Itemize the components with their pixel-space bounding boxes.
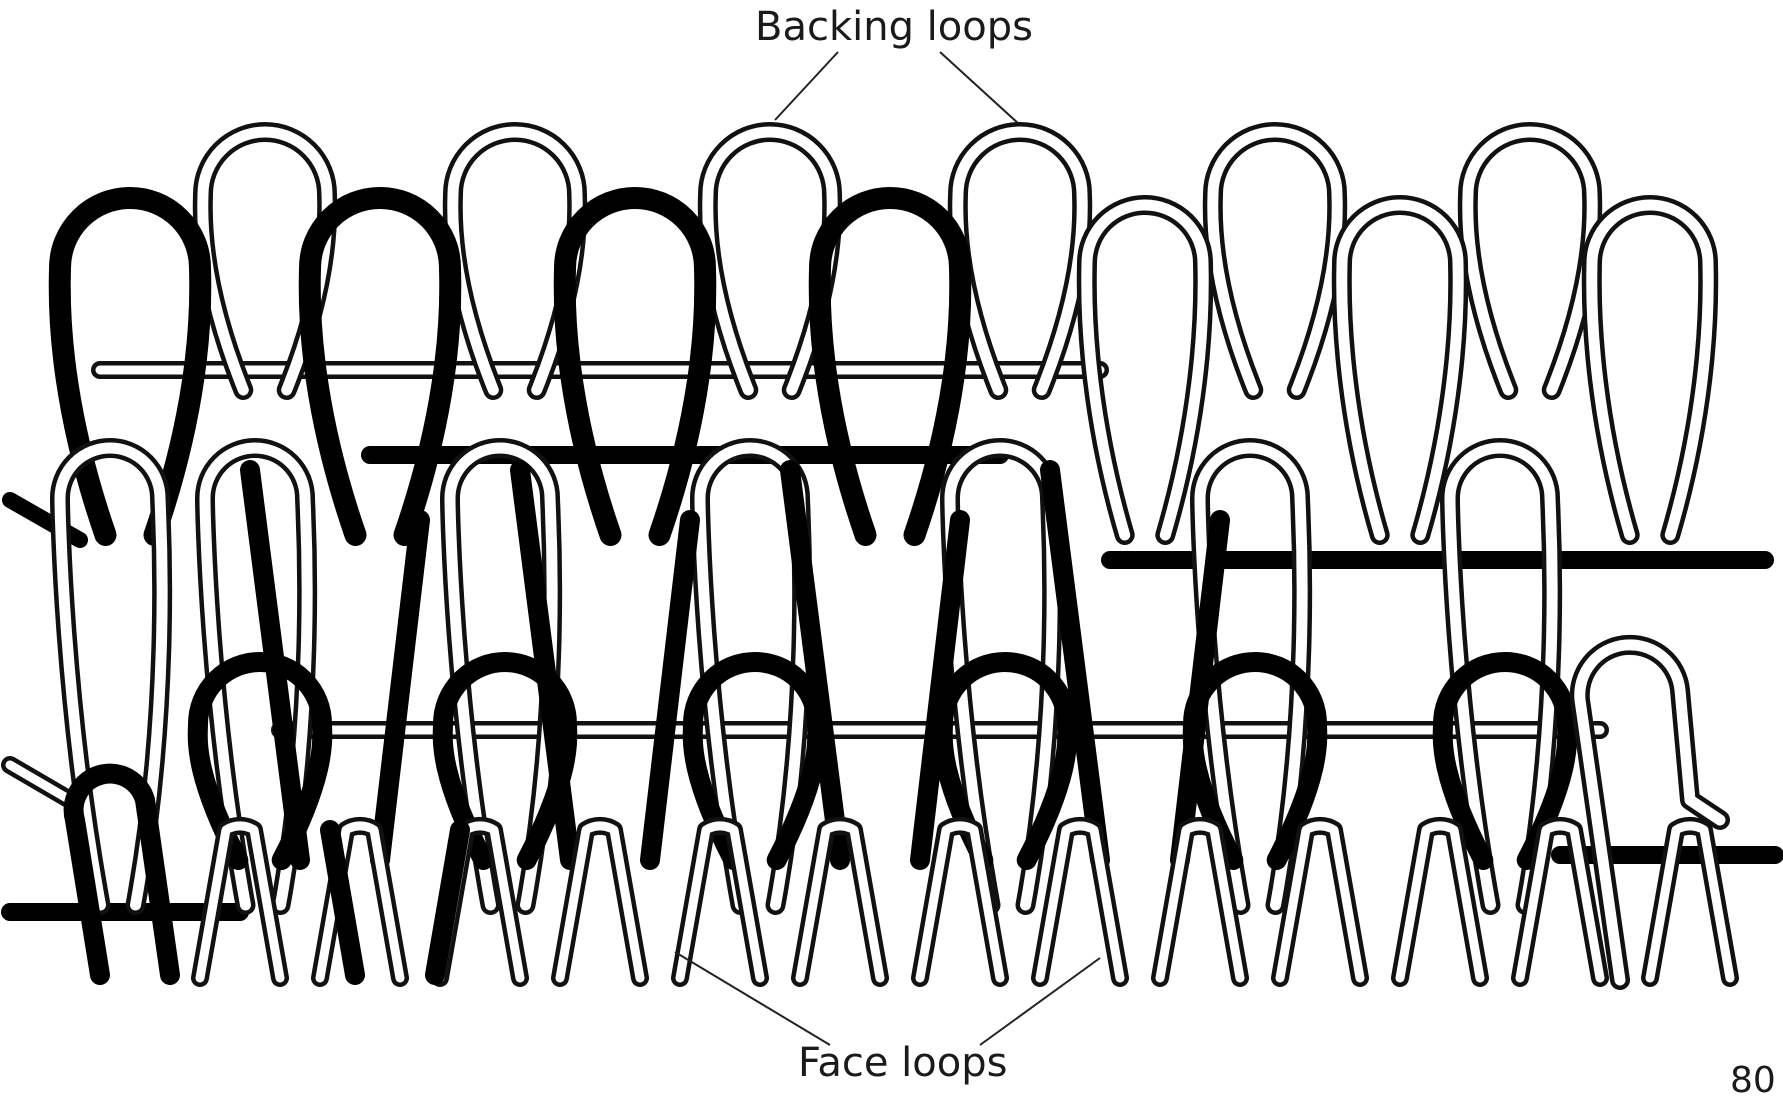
backing-leader-right: [940, 52, 1020, 125]
backing-loop-right-3: [1592, 205, 1709, 535]
backing-loop-5: [1213, 132, 1338, 390]
open-float-left-core: [10, 765, 70, 800]
dark-leg-3: [790, 470, 960, 860]
face-loops-label: Face loops: [798, 1040, 1007, 1086]
leader-lines: [775, 52, 1020, 125]
backing-leader-left: [775, 52, 838, 120]
backing-loop-6: [1468, 132, 1593, 390]
backing-loop-right-2: [1342, 205, 1459, 535]
backing-loops-label: Backing loops: [755, 4, 1033, 50]
backing-loop-4: [958, 132, 1083, 390]
front-layer: [74, 645, 1730, 1045]
page-number: 80: [1730, 1060, 1776, 1101]
